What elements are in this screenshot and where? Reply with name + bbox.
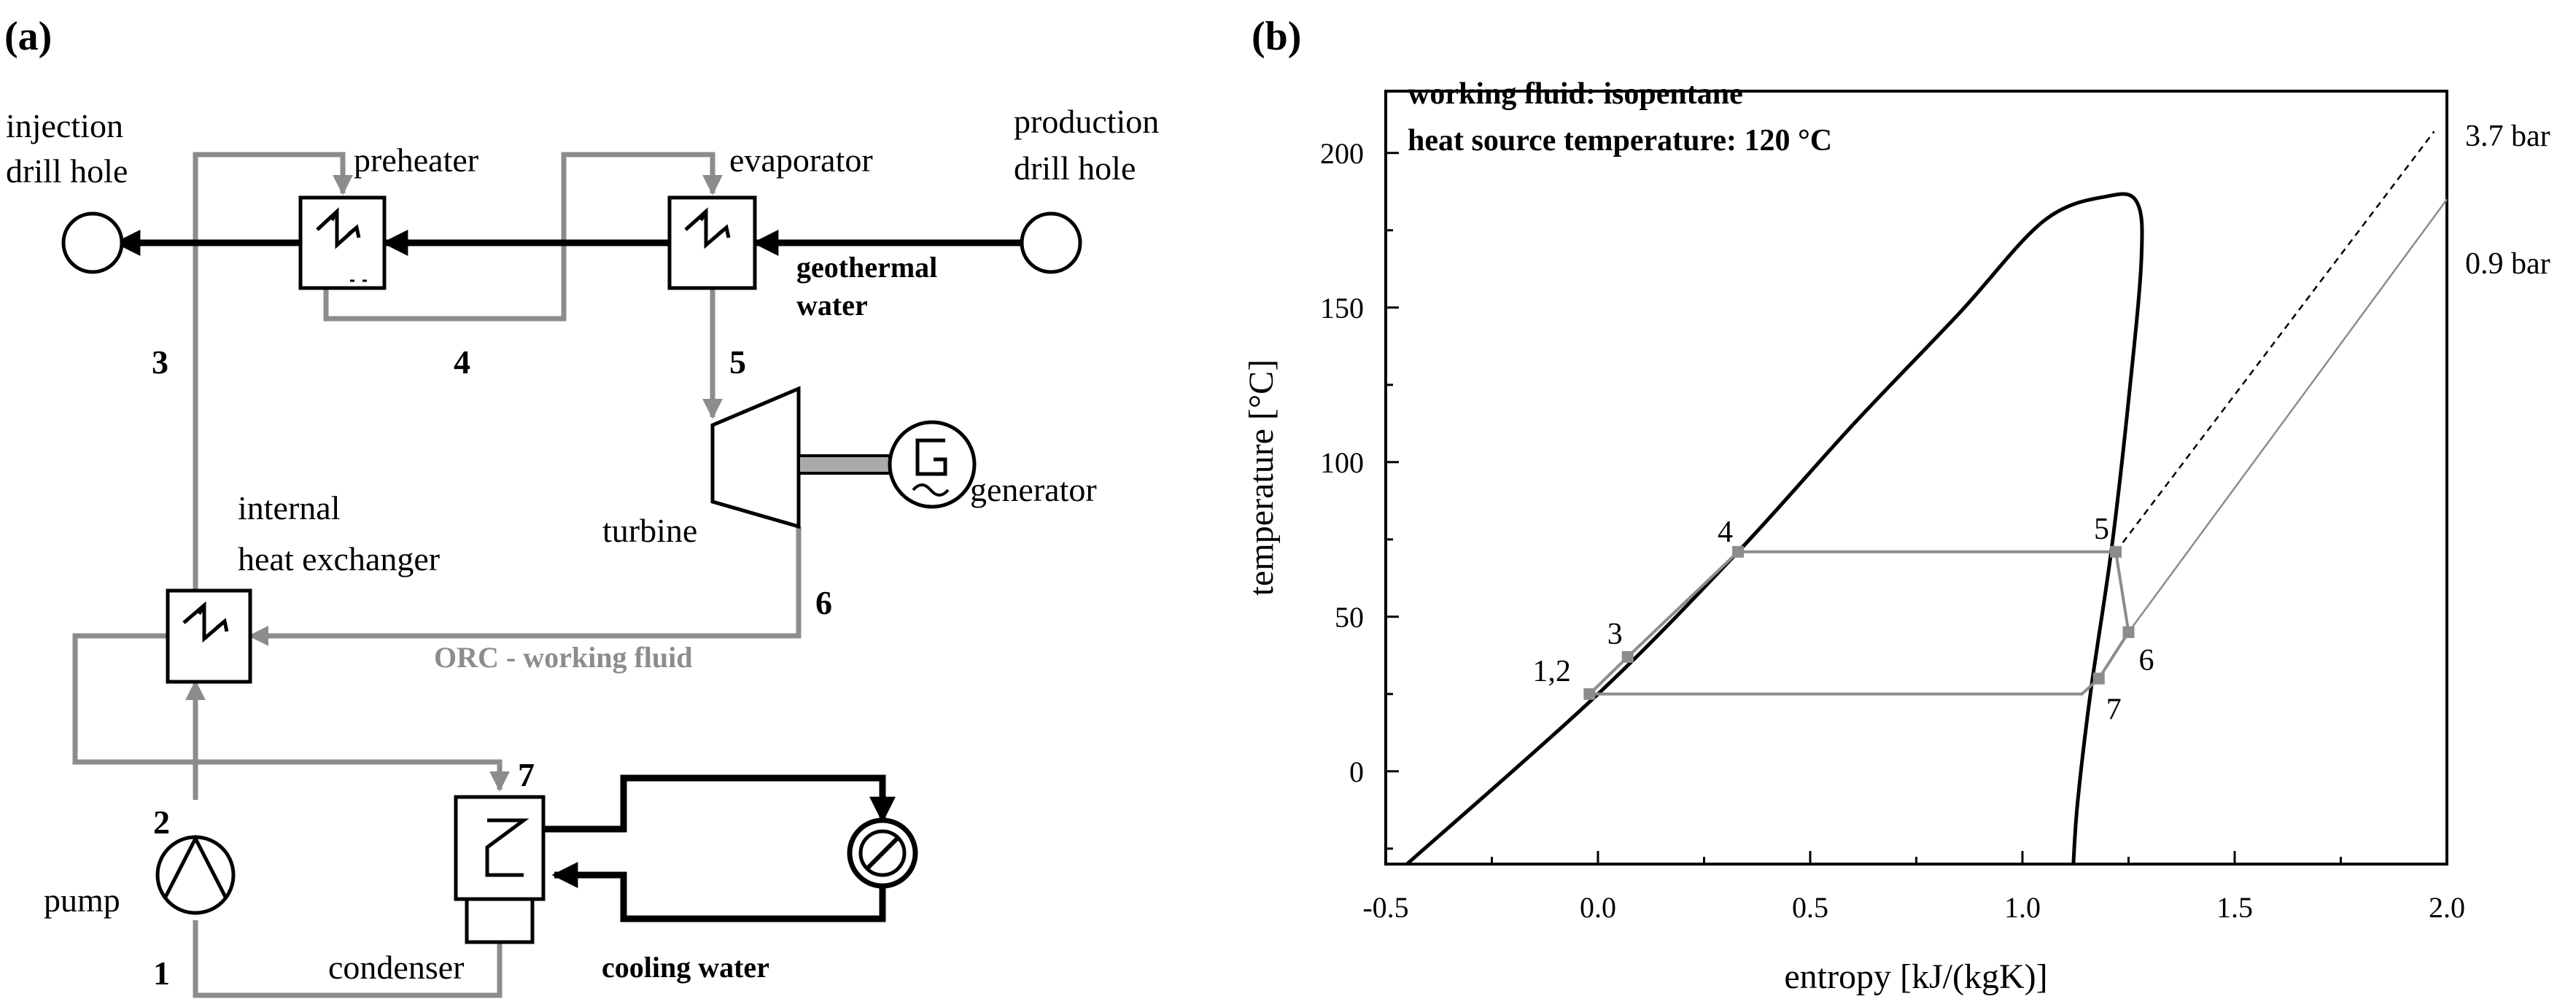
turbine-label: turbine (602, 512, 697, 549)
point-label-7: 7 (2106, 693, 2122, 727)
injection-drill-hole-symbol (61, 211, 124, 274)
production-drill-hole-symbol (1020, 211, 1082, 274)
geothermal-water-label: geothermal water (796, 251, 944, 322)
injection-label: injection drill hole (6, 107, 131, 190)
orc-loop (72, 152, 802, 998)
x-axis-label: entropy [kJ/(kgK)] (1784, 957, 2047, 996)
pump-symbol (155, 834, 236, 915)
axis-ticks (1384, 152, 2448, 864)
panel-b-label: (b) (1252, 14, 1301, 59)
internal-heat-exchanger-label: internal heat exchanger (238, 489, 440, 578)
preheater-label: preheater (354, 141, 478, 179)
point-label-4: 4 (1718, 516, 1733, 549)
cooling-water-label: cooling water (602, 951, 769, 984)
state-label-2: 2 (153, 804, 170, 841)
generator-symbol (888, 420, 977, 509)
preheater-symbol (298, 195, 387, 290)
x-tick-label: 0.0 (1580, 891, 1616, 924)
cooling-return-pipe (543, 774, 896, 833)
y-tick-label: 100 (1320, 446, 1364, 479)
x-tick-label: 0.5 (1792, 891, 1828, 924)
point-label-6: 6 (2139, 644, 2154, 677)
state-point-marker (2122, 626, 2135, 638)
x-tick-label: 1.0 (2004, 891, 2041, 924)
state-point-marker (2110, 545, 2122, 558)
state-label-4: 4 (454, 343, 470, 381)
ts-diagram: (b) working fluid: isopentane heat sourc… (1242, 14, 2550, 996)
orc-cycle-path (1588, 550, 2130, 696)
x-tick-label: 1.5 (2216, 891, 2253, 924)
point-label-3: 3 (1607, 618, 1623, 651)
pump-label: pump (44, 882, 120, 919)
ihx-to-preheater-pipe (193, 152, 353, 591)
condenser-to-pump-pipe (193, 920, 503, 998)
turbine-to-ihx-pipe (248, 526, 802, 646)
isobar-label-0-9-bar: 0.9 bar (2465, 247, 2550, 281)
y-tick-labels: 0 50 100 150 200 (1320, 137, 1364, 788)
chart-curves (1405, 131, 2448, 866)
isobar-3-7-bar-line (2115, 131, 2435, 553)
state-point-marker (1583, 688, 1596, 700)
annotation-fluid: working fluid: isopentane (1408, 77, 1743, 111)
evaporator-symbol (667, 195, 757, 290)
evaporator-label: evaporator (729, 141, 873, 179)
y-tick-label: 150 (1320, 292, 1364, 324)
y-tick-label: 200 (1320, 137, 1364, 170)
plot-frame (1384, 90, 2448, 866)
y-tick-label: 0 (1349, 755, 1364, 788)
turbine-symbol (710, 386, 891, 529)
panel-a-label: (a) (4, 14, 52, 59)
state-label-7: 7 (518, 756, 535, 793)
x-tick-label: -0.5 (1362, 891, 1408, 924)
y-axis-label: temperature [°C] (1242, 359, 1281, 596)
ihx-to-condenser-pipe (72, 633, 510, 792)
state-point-marker (1732, 545, 1745, 558)
condenser-label: condenser (328, 949, 464, 986)
isobar-label-3-7-bar: 3.7 bar (2465, 120, 2550, 153)
y-tick-label: 50 (1335, 601, 1364, 634)
condenser-symbol (454, 795, 546, 944)
x-tick-label: 2.0 (2429, 891, 2465, 924)
state-point-marker (1621, 650, 1634, 663)
point-label-1-2: 1,2 (1532, 655, 1571, 688)
cooling-supply-pipe (551, 862, 886, 922)
state-label-5: 5 (729, 343, 746, 381)
cooling-water-pump-symbol (847, 817, 918, 889)
internal-heat-exchanger-symbol (166, 588, 252, 684)
point-labels: 1,2 3 4 5 6 7 (1532, 513, 2154, 727)
orc-working-fluid-label: ORC - working fluid (434, 641, 693, 674)
x-tick-labels: -0.5 0.0 0.5 1.0 1.5 2.0 (1362, 891, 2465, 924)
cooling-water-loop (543, 774, 896, 922)
annotation-heat-source: heat source temperature: 120 °C (1408, 124, 1832, 158)
saturation-dome-curve (1405, 192, 2144, 866)
orc-schematic: (a) (4, 14, 1168, 998)
preheater-to-evaporator-pipe (323, 152, 723, 322)
state-label-1: 1 (153, 954, 170, 992)
state-label-6: 6 (815, 584, 832, 621)
state-label-3: 3 (152, 343, 168, 381)
state-point-marker (2092, 672, 2105, 685)
point-label-5: 5 (2094, 513, 2109, 546)
generator-label: generator (970, 471, 1097, 508)
isobar-0-9-bar-line (2127, 198, 2448, 633)
production-label: production drill hole (1014, 103, 1168, 187)
